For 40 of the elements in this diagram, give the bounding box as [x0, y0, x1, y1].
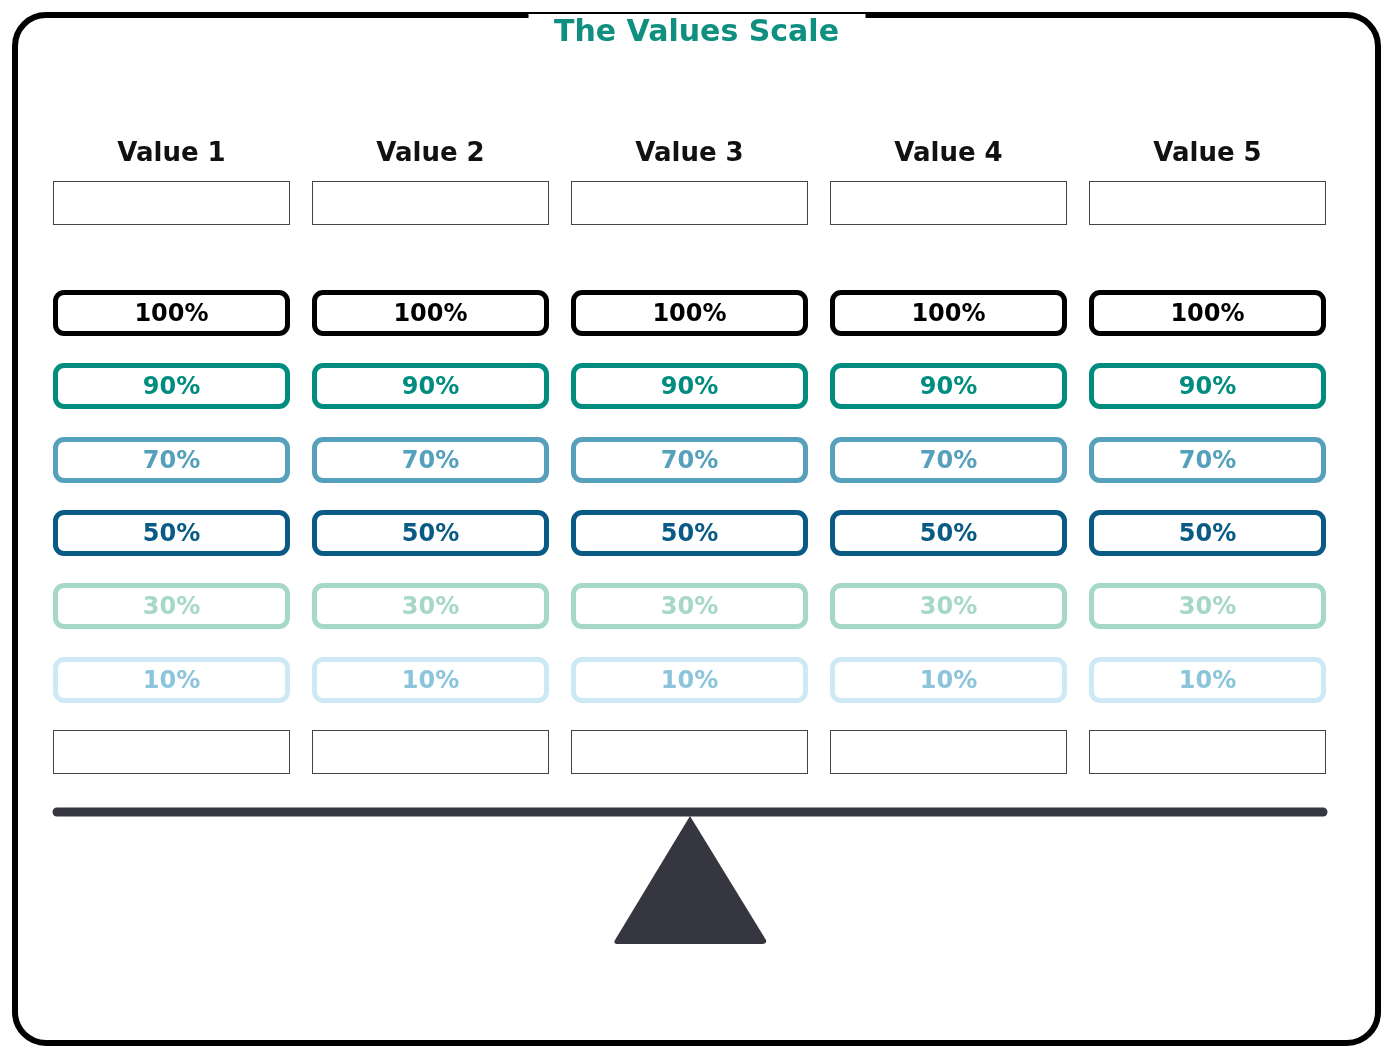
- percentage-badge: 90%: [1089, 363, 1326, 409]
- percentage-badge: 90%: [53, 363, 290, 409]
- column-heading: Value 1: [117, 136, 226, 168]
- percentage-badge: 50%: [312, 510, 549, 556]
- input-field: [312, 730, 549, 774]
- percentage-badge: 30%: [53, 583, 290, 629]
- input-field: [830, 730, 1067, 774]
- percentage-badge: 100%: [1089, 290, 1326, 336]
- percentage-badge: 10%: [1089, 657, 1326, 703]
- percentage-badge: 30%: [312, 583, 549, 629]
- percentage-badge: 100%: [53, 290, 290, 336]
- percentage-badge: 10%: [571, 657, 808, 703]
- column-heading: Value 2: [376, 136, 485, 168]
- percentage-badge: 70%: [53, 437, 290, 483]
- percentage-badge: 30%: [830, 583, 1067, 629]
- percentage-badge: 100%: [571, 290, 808, 336]
- percentage-badge: 70%: [571, 437, 808, 483]
- column-heading: Value 3: [635, 136, 744, 168]
- percentage-badge: 30%: [571, 583, 808, 629]
- percentage-badge: 100%: [830, 290, 1067, 336]
- percentage-badge: 50%: [1089, 510, 1326, 556]
- percentage-badge: 50%: [53, 510, 290, 556]
- percentage-badge: 30%: [1089, 583, 1326, 629]
- column-heading: Value 4: [894, 136, 1003, 168]
- input-field: [1089, 730, 1326, 774]
- percentage-badge: 10%: [312, 657, 549, 703]
- percentage-badge: 50%: [571, 510, 808, 556]
- percentage-badge: 90%: [830, 363, 1067, 409]
- percentage-badge: 10%: [53, 657, 290, 703]
- percentage-badge: 100%: [312, 290, 549, 336]
- percentage-badge: 70%: [312, 437, 549, 483]
- percentage-badge: 90%: [312, 363, 549, 409]
- percentage-badge: 10%: [830, 657, 1067, 703]
- percentage-badge: 70%: [830, 437, 1067, 483]
- input-field: [571, 730, 808, 774]
- percentage-badge: 90%: [571, 363, 808, 409]
- input-field: [53, 730, 290, 774]
- percentage-badge: 70%: [1089, 437, 1326, 483]
- percentage-badge: 50%: [830, 510, 1067, 556]
- column-heading: Value 5: [1153, 136, 1262, 168]
